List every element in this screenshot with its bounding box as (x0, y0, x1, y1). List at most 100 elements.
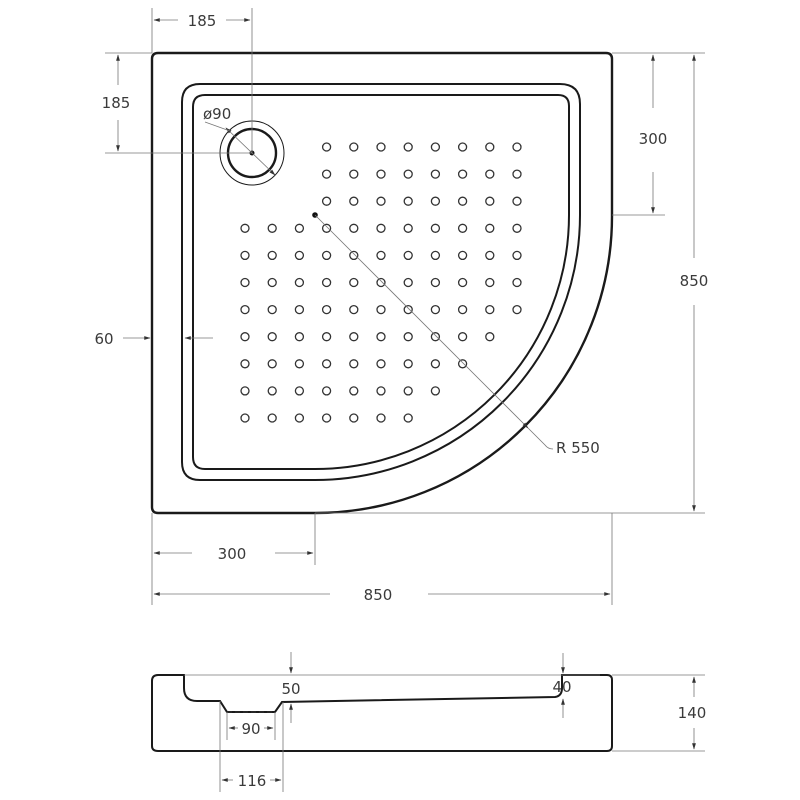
anti-slip-dot (430, 169, 441, 179)
anti-slip-dot (403, 169, 413, 179)
anti-slip-dot (376, 277, 386, 288)
anti-slip-dot (376, 359, 386, 369)
anti-slip-dot (485, 250, 495, 261)
anti-slip-dot (457, 196, 468, 206)
anti-slip-dot (485, 304, 495, 315)
anti-slip-dot (376, 413, 386, 423)
anti-slip-dot (321, 304, 332, 315)
drain-offset-x-label: 185 (188, 12, 217, 30)
anti-slip-dot (457, 142, 468, 152)
anti-slip-dot (267, 250, 277, 261)
anti-slip-dot (349, 386, 359, 396)
anti-slip-dot (294, 413, 305, 423)
anti-slip-dot (376, 196, 386, 206)
anti-slip-dot (240, 277, 250, 288)
anti-slip-dot (403, 196, 413, 206)
anti-slip-dot (512, 304, 522, 315)
straight-side-bottom-label: 300 (218, 545, 247, 563)
anti-slip-dot (321, 223, 332, 233)
anti-slip-dot (376, 142, 386, 152)
anti-slip-dot (376, 386, 386, 396)
anti-slip-dot (457, 250, 468, 261)
anti-slip-dot (512, 142, 522, 152)
anti-slip-dot (240, 359, 250, 369)
anti-slip-dot (349, 359, 359, 369)
anti-slip-dot (512, 169, 522, 179)
anti-slip-dot (457, 359, 468, 369)
anti-slip-dot (512, 223, 522, 233)
side-view: 50 40 140 90 116 (151, 652, 707, 792)
anti-slip-dot (512, 277, 522, 288)
anti-slip-dot (349, 223, 359, 233)
anti-slip-dot (430, 332, 441, 342)
anti-slip-dot (267, 332, 277, 342)
basin-rim-outer (181, 83, 581, 481)
anti-slip-dot (349, 304, 359, 315)
side-profile (151, 674, 613, 752)
anti-slip-dot (457, 304, 468, 315)
anti-slip-dot (240, 223, 250, 233)
anti-slip-dot (376, 332, 386, 342)
anti-slip-dot (349, 277, 359, 288)
anti-slip-dot (457, 277, 468, 288)
anti-slip-dot (430, 386, 441, 396)
depth-at-drain-label: 50 (281, 680, 300, 698)
anti-slip-dot (485, 142, 495, 152)
width-label: 850 (364, 586, 393, 604)
anti-slip-dot (430, 359, 441, 369)
anti-slip-dot (267, 386, 277, 396)
anti-slip-dot (485, 169, 495, 179)
anti-slip-dot (349, 196, 359, 206)
anti-slip-dot (294, 359, 305, 369)
anti-slip-dot (321, 359, 332, 369)
anti-slip-dot (430, 142, 441, 152)
anti-slip-dot (403, 359, 413, 369)
anti-slip-dot (403, 277, 413, 288)
anti-slip-dot (485, 332, 495, 342)
rim-width-label: 60 (94, 330, 113, 348)
anti-slip-dot (321, 332, 332, 342)
anti-slip-dot (430, 250, 441, 261)
anti-slip-dot (430, 196, 441, 206)
drain-inner-label: 90 (241, 720, 260, 738)
anti-slip-dot (349, 332, 359, 342)
anti-slip-dot (321, 277, 332, 288)
anti-slip-dot (430, 223, 441, 233)
anti-slip-dot (321, 169, 332, 179)
anti-slip-dot (267, 304, 277, 315)
anti-slip-dot (240, 332, 250, 342)
anti-slip-dot (321, 196, 332, 206)
straight-side-top-label: 300 (639, 130, 668, 148)
drain-outer-label: 116 (238, 772, 267, 790)
anti-slip-dot (240, 413, 250, 423)
height-label: 850 (680, 272, 709, 290)
anti-slip-dot (349, 169, 359, 179)
anti-slip-dot (376, 304, 386, 315)
anti-slip-dot (457, 223, 468, 233)
anti-slip-dot (485, 196, 495, 206)
anti-slip-dot (403, 332, 413, 342)
tray-outline (150, 51, 614, 515)
plan-view: ø90 R 550 185 185 300 850 60 (94, 8, 708, 605)
anti-slip-dot (485, 223, 495, 233)
depth-at-end-label: 40 (552, 678, 571, 696)
anti-slip-dots (240, 142, 522, 423)
anti-slip-dot (267, 359, 277, 369)
radius-label: R 550 (556, 439, 600, 457)
anti-slip-dot (294, 304, 305, 315)
anti-slip-dot (376, 169, 386, 179)
anti-slip-dot (430, 304, 441, 315)
anti-slip-dot (294, 386, 305, 396)
anti-slip-dot (349, 142, 359, 152)
drain-offset-y-label: 185 (102, 94, 131, 112)
drain-diameter-label: ø90 (203, 105, 231, 123)
side-height-label: 140 (678, 704, 707, 722)
anti-slip-dot (376, 250, 386, 261)
anti-slip-dot (403, 386, 413, 396)
anti-slip-dot (430, 277, 441, 288)
anti-slip-dot (240, 250, 250, 261)
anti-slip-dot (321, 250, 332, 261)
anti-slip-dot (321, 413, 332, 423)
anti-slip-dot (512, 196, 522, 206)
